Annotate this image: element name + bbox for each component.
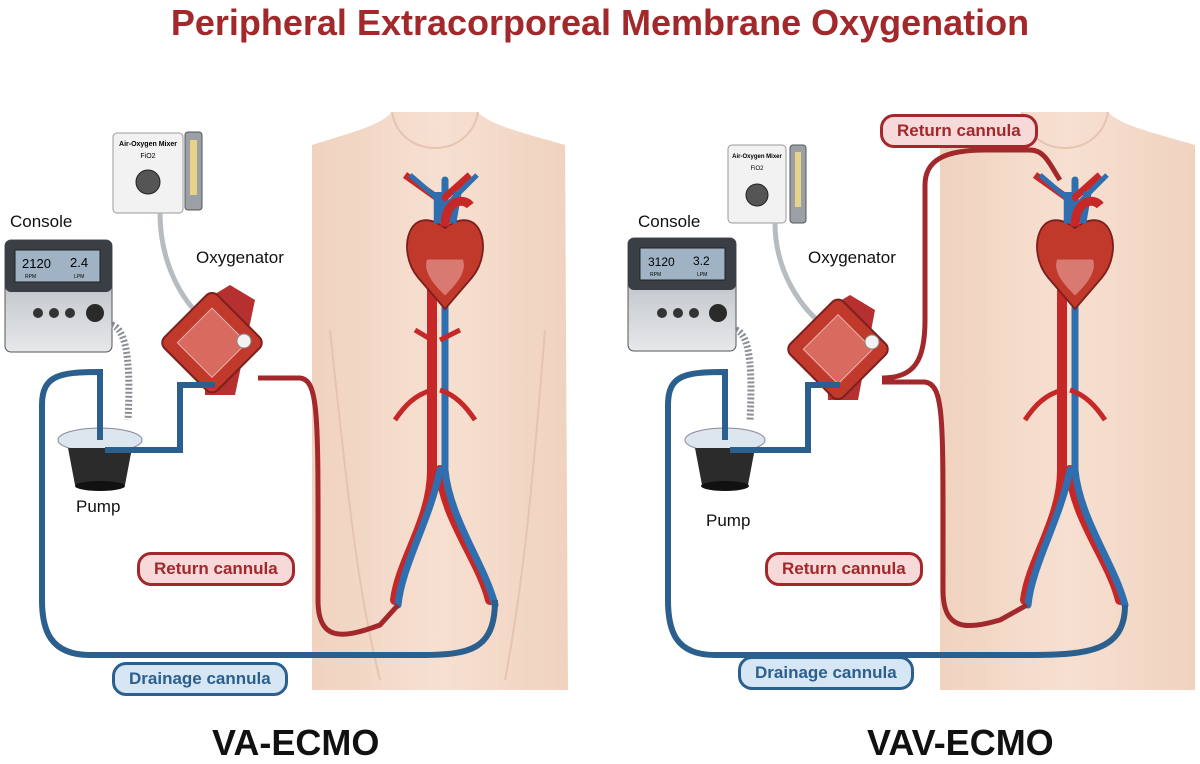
vav-drainage-cannula-label: Drainage cannula (738, 656, 914, 690)
vav-oxygenator-label: Oxygenator (808, 248, 896, 267)
va-console: 2120 2.4 RPM LPM (4, 239, 113, 353)
va-oxygenator-label: Oxygenator (196, 248, 284, 267)
vav-oxygenator (787, 295, 889, 401)
page-title: Peripheral Extracorporeal Membrane Oxyge… (170, 2, 1030, 43)
va-drainage-tubing (39, 368, 498, 658)
va-console-flow: 2.4 (70, 255, 88, 270)
vav-console-flow: 3.2 (693, 254, 710, 268)
va-console-flow-unit: LPM (74, 274, 84, 280)
vav-drainage-tubing (665, 368, 1128, 658)
va-mixer-title: Air-Oxygen Mixer (119, 141, 177, 148)
vav-vena-cava (1024, 176, 1129, 609)
va-return-cannula-label: Return cannula (137, 552, 295, 586)
vav-mixer-fio2: FiO2 (750, 166, 764, 172)
va-drainage-cannula-label: Drainage cannula (112, 662, 288, 696)
vav-pump-to-oxygenator-tubing (730, 382, 840, 453)
va-console-label: Console (10, 212, 73, 231)
va-console-rpm: 2120 (22, 256, 51, 271)
vav-ecmo-panel: Air-Oxygen Mixer FiO2 3120 3.2 RPM LPM (627, 111, 1195, 690)
vav-body (940, 112, 1195, 690)
vav-console-rpm-unit: RPM (650, 272, 661, 278)
vav-console-rpm: 3120 (648, 255, 675, 269)
va-ecmo-panel: Air-Oxygen Mixer FiO2 2120 2.4 RPM LPM (4, 111, 568, 690)
va-vena-cava (394, 176, 499, 609)
vav-pump-label: Pump (706, 511, 751, 530)
vav-console-flow-unit: LPM (697, 272, 707, 278)
va-air-oxygen-mixer: Air-Oxygen Mixer FiO2 (112, 131, 203, 214)
vav-return-cannula-label: Return cannula (765, 552, 923, 586)
vav-return-tubing-venous (881, 147, 1063, 381)
va-mixer-fio2: FiO2 (140, 153, 155, 160)
vav-mixer-title: Air-Oxygen Mixer (732, 154, 782, 160)
vav-console: 3120 3.2 RPM LPM (627, 237, 737, 352)
va-body (312, 112, 568, 690)
va-ecmo-heading: VA-ECMO (212, 722, 380, 763)
va-pump-to-oxygenator-tubing (105, 382, 215, 453)
va-return-tubing (258, 375, 400, 637)
va-oxygenator (161, 285, 263, 395)
vav-return-cannula-top-label: Return cannula (880, 114, 1038, 148)
va-console-rpm-unit: RPM (25, 274, 36, 280)
va-pump-label: Pump (76, 497, 121, 516)
vav-return-tubing-arterial (882, 379, 1029, 628)
vav-ecmo-heading: VAV-ECMO (867, 722, 1054, 763)
vav-air-oxygen-mixer: Air-Oxygen Mixer FiO2 (727, 144, 807, 224)
vav-console-label: Console (638, 212, 701, 231)
